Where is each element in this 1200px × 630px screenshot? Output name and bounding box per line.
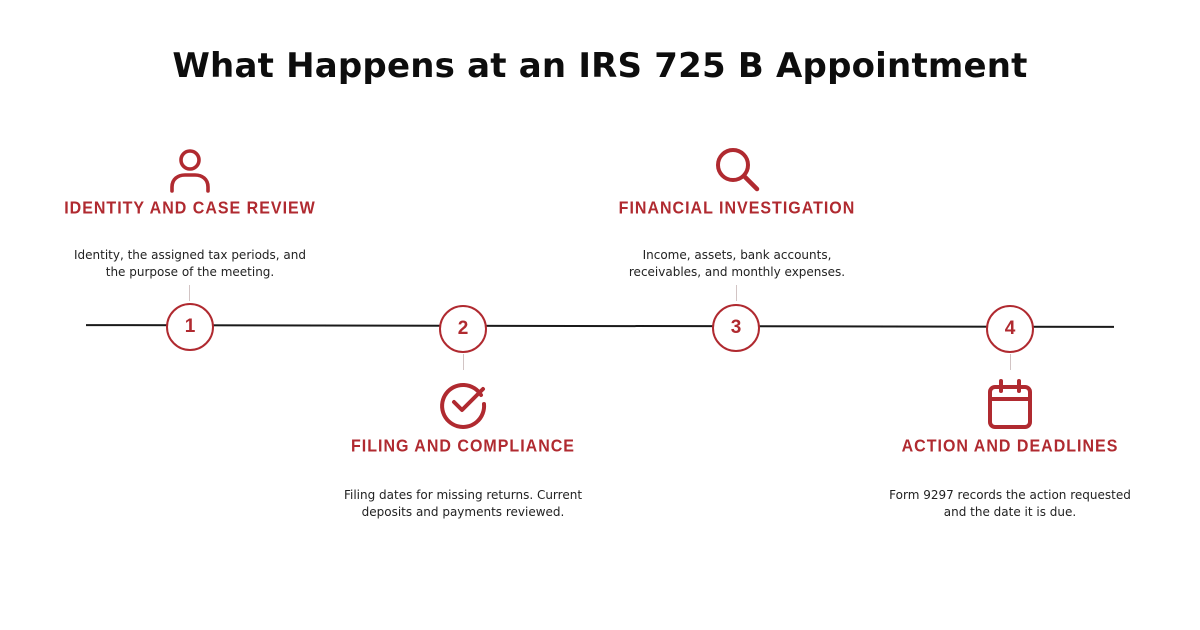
step-2-number: 2 — [439, 305, 487, 353]
step-1-description: Identity, the assigned tax periods, and … — [40, 247, 340, 281]
step-2-description: Filing dates for missing returns. Curren… — [313, 487, 613, 521]
calendar-icon — [986, 378, 1034, 434]
step-1-description-line: the purpose of the meeting. — [105, 265, 275, 279]
step-4-description: Form 9297 records the action requested a… — [860, 487, 1160, 521]
step-3-description-line: Income, assets, bank accounts, — [642, 248, 832, 262]
step-2-title: FILING AND COMPLIANCE — [351, 436, 575, 456]
step-1-number: 1 — [166, 303, 214, 351]
step-3-title: FINANCIAL INVESTIGATION — [618, 198, 856, 218]
step-4-description-line: and the date it is due. — [943, 505, 1077, 519]
step-2-description-line: deposits and payments reviewed. — [361, 505, 565, 519]
step-2-description-line: Filing dates for missing returns. Curren… — [343, 488, 583, 502]
timeline-line — [85, 324, 1115, 328]
person-icon — [166, 146, 214, 198]
step-3-number: 3 — [712, 304, 760, 352]
step-4-description-line: Form 9297 records the action requested — [889, 488, 1131, 502]
step-3-description: Income, assets, bank accounts, receivabl… — [587, 247, 887, 281]
step-1-description-line: Identity, the assigned tax periods, and — [73, 248, 306, 262]
step-3-description-line: receivables, and monthly expenses. — [628, 265, 846, 279]
check-circle-icon — [437, 378, 489, 434]
step-4-title: ACTION AND DEADLINES — [901, 436, 1119, 456]
page-title: What Happens at an IRS 725 B Appointment — [172, 46, 1028, 86]
step-4-number: 4 — [986, 305, 1034, 353]
step-1-title: IDENTITY AND CASE REVIEW — [64, 198, 316, 218]
search-icon — [713, 145, 763, 199]
step-2-connector — [463, 354, 464, 370]
step-3-connector — [736, 285, 737, 301]
step-4-connector — [1010, 354, 1011, 370]
step-1-connector — [189, 285, 190, 301]
